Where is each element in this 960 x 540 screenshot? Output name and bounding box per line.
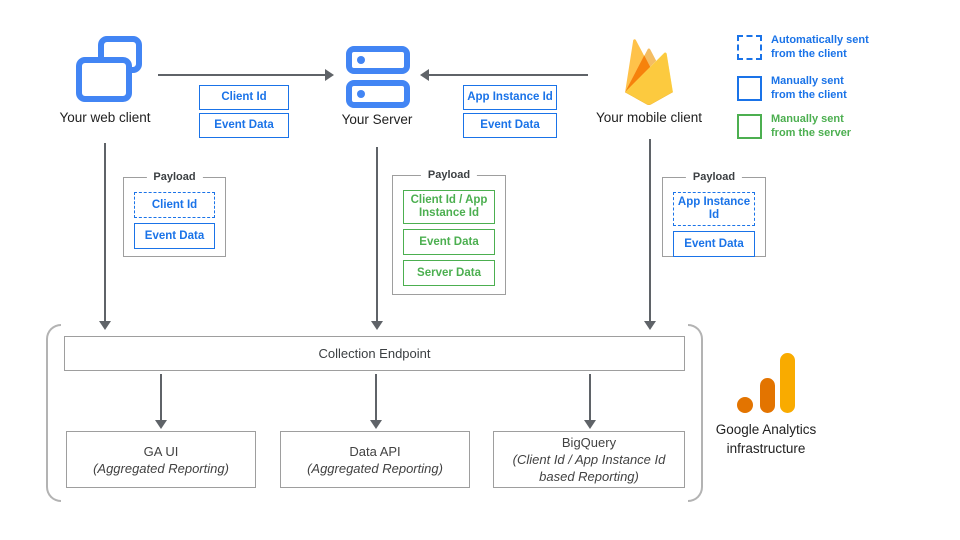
legend-line: from the client [771, 89, 847, 101]
arrow-endpoint-to-ga-ui [155, 374, 167, 429]
legend-label: Manually sent from the client [771, 74, 847, 102]
google-analytics-icon [734, 351, 796, 414]
web-client-icon-front-window [76, 57, 132, 102]
legend-label: Manually sent from the server [771, 112, 851, 140]
server-icon-rack-bottom [346, 80, 410, 108]
arrow-mobile-to-endpoint [644, 139, 656, 330]
payload-item-app-instance-id: App Instance Id [673, 192, 755, 226]
firebase-icon [624, 39, 674, 105]
payload-mobile: Payload App Instance Id Event Data [662, 171, 766, 257]
infrastructure-brand-label: Google Analytics infrastructure [700, 420, 832, 458]
legend-line: from the client [771, 48, 847, 60]
payload-server-items: Client Id / App Instance Id Event Data S… [403, 190, 495, 286]
payload-item-client-or-app-id: Client Id / App Instance Id [403, 190, 495, 224]
server-label: Your Server [341, 112, 413, 127]
legend-swatch-solid-green [737, 113, 762, 139]
output-box-data-api: Data API (Aggregated Reporting) [280, 431, 470, 488]
arrow-mobile-to-server [420, 69, 588, 81]
legend-line: Manually sent [771, 75, 844, 87]
output-box-ga-ui: GA UI (Aggregated Reporting) [66, 431, 256, 488]
payload-title: Payload [420, 169, 478, 181]
output-title: Data API [349, 443, 401, 459]
arrow-server-to-endpoint [371, 147, 383, 330]
infrastructure-bracket-right [688, 324, 703, 502]
tag-client-id: Client Id [199, 85, 289, 110]
output-box-bigquery: BigQuery (Client Id / App Instance Id ba… [493, 431, 685, 488]
server-icon-dot [357, 56, 365, 64]
payload-item-event-data: Event Data [673, 231, 755, 257]
legend-line: from the server [771, 127, 852, 139]
payload-item-client-id: Client Id [134, 192, 215, 218]
output-subtitle: (Aggregated Reporting) [307, 460, 443, 476]
payload-item-server-data: Server Data [403, 260, 495, 286]
output-subtitle: (Aggregated Reporting) [93, 460, 229, 476]
web-client-label: Your web client [59, 110, 151, 125]
arrow-endpoint-to-bigquery [584, 374, 596, 429]
legend-item-manual-server: Manually sent from the server [737, 112, 851, 140]
mobile-client-label: Your mobile client [595, 110, 703, 125]
legend-line: Manually sent [771, 113, 844, 125]
web-client-icon [75, 33, 145, 105]
payload-web: Payload Client Id Event Data [123, 171, 226, 257]
firebase-flame-svg [624, 39, 673, 105]
server-icon-rack-top [346, 46, 410, 74]
legend-line: Automatically sent [771, 34, 869, 46]
server-icon [346, 46, 410, 108]
arrow-endpoint-to-data-api [370, 374, 382, 429]
legend-item-auto-client: Automatically sent from the client [737, 33, 869, 61]
payload-server: Payload Client Id / App Instance Id Even… [392, 169, 506, 295]
brand-line-1: Google Analytics [715, 422, 817, 437]
payload-item-event-data: Event Data [134, 223, 215, 249]
google-analytics-logo-svg [737, 353, 795, 413]
payload-title: Payload [146, 171, 203, 183]
arrow-web-to-server [158, 69, 334, 81]
output-subtitle: (Client Id / App Instance Id based Repor… [512, 452, 666, 484]
payload-item-event-data: Event Data [403, 229, 495, 255]
legend-item-manual-client: Manually sent from the client [737, 74, 847, 102]
legend-swatch-solid-blue [737, 75, 762, 101]
legend-swatch-dashed-blue [737, 34, 762, 60]
arrow-web-to-endpoint [99, 143, 111, 330]
tag-app-instance-id: App Instance Id [463, 85, 557, 110]
web-to-server-tags: Client Id Event Data [199, 85, 289, 138]
infrastructure-bracket-left [46, 324, 61, 502]
mobile-to-server-tags: App Instance Id Event Data [463, 85, 557, 138]
legend-label: Automatically sent from the client [771, 33, 869, 61]
payload-web-items: Client Id Event Data [134, 192, 215, 249]
output-title: BigQuery [561, 435, 617, 450]
server-icon-dot [357, 90, 365, 98]
brand-line-2: infrastructure [726, 441, 806, 456]
payload-mobile-items: App Instance Id Event Data [673, 192, 755, 257]
tag-event-data: Event Data [199, 113, 289, 138]
payload-title: Payload [685, 171, 743, 183]
collection-endpoint-box: Collection Endpoint [64, 336, 685, 371]
tag-event-data: Event Data [463, 113, 557, 138]
output-title: GA UI [143, 443, 179, 459]
